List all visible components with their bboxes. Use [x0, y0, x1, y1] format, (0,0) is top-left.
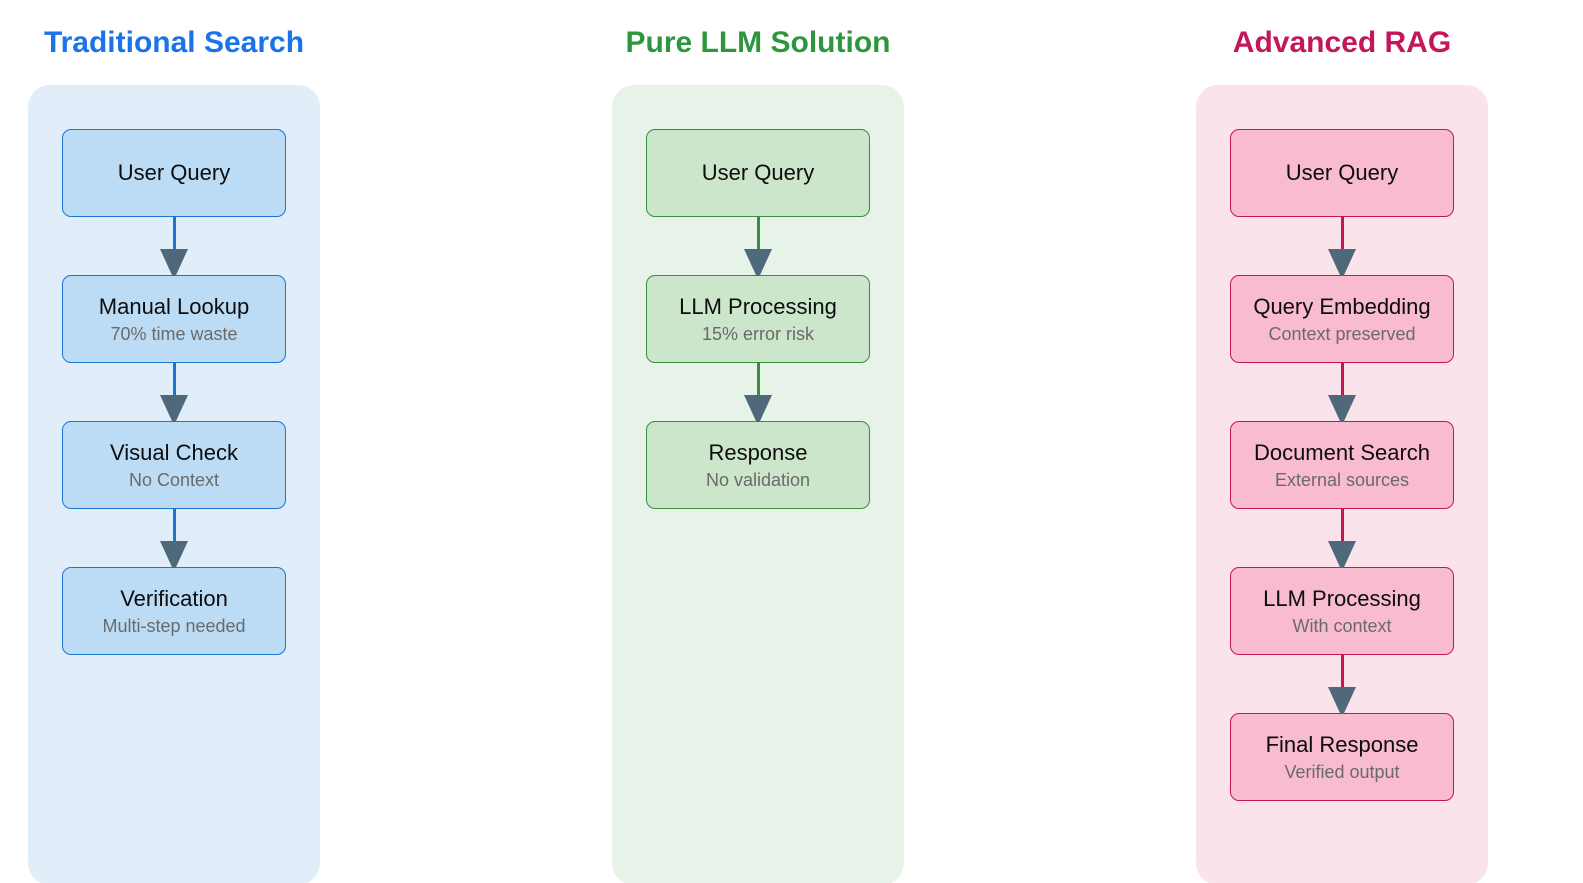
node-label: LLM Processing — [1263, 585, 1421, 611]
arrowhead-icon — [743, 395, 773, 422]
node-user-query: User Query — [62, 129, 286, 217]
column-pure-llm-solution: Pure LLM Solution User Query LLM Process… — [612, 0, 904, 883]
arrow-line — [1340, 509, 1344, 567]
column-title-pure-llm-solution: Pure LLM Solution — [625, 26, 891, 59]
arrow-line — [756, 363, 760, 421]
arrowhead-icon — [1327, 541, 1357, 568]
panel-pure-llm-solution: User Query LLM Processing 15% error risk — [612, 85, 904, 883]
flow-arrow — [1196, 509, 1488, 568]
node-label: Manual Lookup — [98, 293, 250, 319]
arrow-line — [172, 509, 176, 567]
node-llm-processing: LLM Processing With context — [1230, 567, 1454, 655]
node-user-query: User Query — [646, 129, 870, 217]
node-sublabel: Verified output — [1284, 761, 1400, 782]
flow-arrow — [28, 363, 320, 422]
arrowhead-icon — [1327, 249, 1357, 276]
node-label: Document Search — [1253, 439, 1431, 465]
column-traditional-search: Traditional Search User Query Manual Loo… — [28, 0, 320, 883]
node-manual-lookup: Manual Lookup 70% time waste — [62, 275, 286, 363]
node-label: User Query — [117, 160, 231, 185]
arrow-line — [1340, 217, 1344, 275]
arrowhead-icon — [159, 249, 189, 276]
column-advanced-rag: Advanced RAG User Query Query Embedding … — [1196, 0, 1488, 883]
arrow-line — [1340, 655, 1344, 713]
panel-advanced-rag: User Query Query Embedding Context prese… — [1196, 85, 1488, 883]
flow-arrow — [28, 217, 320, 276]
column-title-traditional-search: Traditional Search — [43, 26, 305, 59]
node-label: User Query — [701, 160, 815, 185]
node-label: LLM Processing — [679, 293, 837, 319]
node-sublabel: Multi-step needed — [102, 615, 246, 636]
node-sublabel: No validation — [705, 469, 811, 490]
panel-traditional-search: User Query Manual Lookup 70% time waste — [28, 85, 320, 883]
flow-arrow — [1196, 655, 1488, 714]
node-label: Final Response — [1265, 731, 1419, 757]
node-label: Verification — [120, 585, 228, 611]
node-visual-check: Visual Check No Context — [62, 421, 286, 509]
node-document-search: Document Search External sources — [1230, 421, 1454, 509]
node-sublabel: Context preserved — [1268, 323, 1416, 344]
node-user-query: User Query — [1230, 129, 1454, 217]
arrow-line — [756, 217, 760, 275]
arrow-line — [1340, 363, 1344, 421]
arrowhead-icon — [1327, 687, 1357, 714]
column-title-advanced-rag: Advanced RAG — [1232, 26, 1452, 59]
node-query-embedding: Query Embedding Context preserved — [1230, 275, 1454, 363]
flow-arrow — [1196, 217, 1488, 276]
arrow-line — [172, 217, 176, 275]
node-verification: Verification Multi-step needed — [62, 567, 286, 655]
flow-arrow — [28, 509, 320, 568]
flow-arrow — [612, 217, 904, 276]
node-label: Response — [708, 439, 808, 465]
node-sublabel: No Context — [128, 469, 220, 490]
node-response: Response No validation — [646, 421, 870, 509]
node-sublabel: 15% error risk — [701, 323, 815, 344]
node-final-response: Final Response Verified output — [1230, 713, 1454, 801]
arrowhead-icon — [743, 249, 773, 276]
node-label: Query Embedding — [1253, 293, 1431, 319]
node-sublabel: 70% time waste — [110, 323, 238, 344]
node-label: User Query — [1285, 160, 1399, 185]
flow-arrow — [612, 363, 904, 422]
node-llm-processing: LLM Processing 15% error risk — [646, 275, 870, 363]
node-sublabel: With context — [1292, 615, 1392, 636]
arrowhead-icon — [159, 541, 189, 568]
arrowhead-icon — [1327, 395, 1357, 422]
flow-arrow — [1196, 363, 1488, 422]
arrow-line — [172, 363, 176, 421]
arrowhead-icon — [159, 395, 189, 422]
node-sublabel: External sources — [1274, 469, 1410, 490]
node-label: Visual Check — [110, 439, 238, 465]
